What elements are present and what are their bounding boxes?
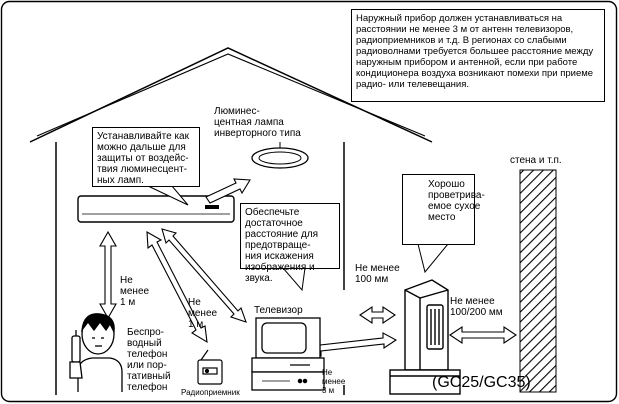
lamp-distance-note: Устанавливайте как можно дальше для защи… (92, 127, 200, 187)
distance-arrows (99, 178, 517, 357)
phone-user (69, 313, 123, 392)
tv-distance-note: Обеспечьте достаточное расстояние для пр… (240, 203, 340, 284)
house-outline (29, 47, 433, 395)
lamp-label: Люминес- центная лампа инверторного типа (214, 106, 301, 139)
outdoor-unit (389, 279, 461, 395)
outdoor-front-clearance: Не менее 100 мм (355, 263, 400, 285)
outdoor-rear-clearance: Не менее 100/200 мм (450, 296, 503, 318)
outdoor-antenna-note: Наружный прибор должен устанавливаться н… (351, 9, 605, 102)
model-label: (GC25/GC35) (432, 374, 531, 391)
inverter-lamp (251, 142, 309, 169)
indoor-unit (77, 195, 235, 223)
radio-label: Радиоприемник (181, 388, 240, 397)
phone-label: Беспро- водный телефон или пор- тативный… (127, 327, 171, 393)
ventilated-place-note: Хорошо проветрива- емое сухое место (405, 178, 495, 244)
tv-label: Телевизор (254, 305, 303, 316)
outdoor-to-tv-distance: Не менее 3 м (322, 368, 346, 395)
tv-set (251, 317, 325, 391)
radio-receiver (197, 349, 223, 385)
wall-hatch (519, 169, 557, 393)
ventilated-place-box (402, 174, 475, 245)
wall-label: стена и т.п. (510, 155, 562, 166)
indoor-to-radio-distance: Не менее 1 м (188, 297, 218, 330)
indoor-to-phone-distance: Не менее 1 м (120, 275, 150, 308)
